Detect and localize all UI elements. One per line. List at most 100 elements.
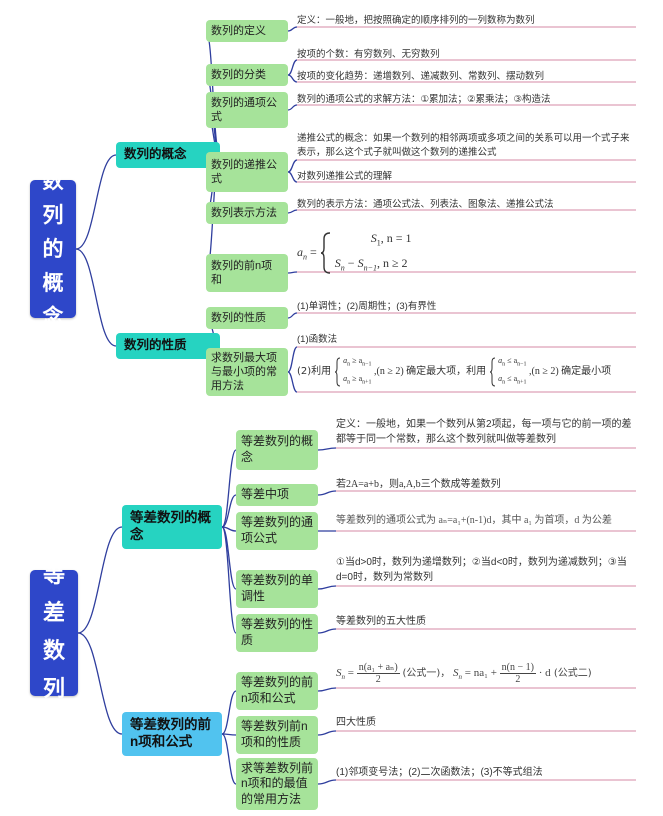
wire-node-to-leaf [287, 346, 298, 373]
formula-equals: = na₁ + [462, 667, 500, 680]
node-partial-sum: 数列的前n项和 [206, 254, 288, 292]
node-label: 等差中项 [241, 487, 290, 502]
formula-equals: = [310, 245, 317, 260]
formula-subscript: n [303, 252, 307, 262]
root-node-sequence-concept: 数列的概念 [30, 169, 76, 329]
wire-node-to-leaf [317, 779, 337, 785]
wire-arith-sum-to-node [221, 733, 237, 736]
formula-cases: an ≥ an−1 an ≥ an+1 [343, 354, 371, 389]
node-label: 等差数列的概念 [241, 434, 314, 464]
formula-condition: ,(n ≥ 2) 确定最大项， [374, 365, 467, 377]
wire-node-to-leaf [317, 447, 337, 451]
wire-arith-concept-to-node [221, 526, 237, 532]
formula-max-min-term: (2)利用 an ≥ an−1 an ≥ an+1 ,(n ≥ 2) 确定最大项… [297, 354, 637, 389]
formula-equals: = [345, 667, 357, 680]
node-label: 数列的递推公式 [211, 158, 277, 185]
leaf-recursive-concept: 递推公式的概念：如果一个数列的相邻两项或多项之间的关系可以用一个式子来表示，那么… [297, 133, 630, 158]
formula-denominator: 2 [515, 674, 521, 685]
leaf-function-method: (1)函数法 [297, 334, 338, 345]
formula-condition: ,(n ≥ 2) 确定最小项 [529, 365, 612, 377]
topic-sequence-properties: 数列的性质 [116, 333, 220, 359]
formula-cases: S1, n = 1 Sn − Sn−1, n ≥ 2 [335, 228, 412, 279]
node-properties: 数列的性质 [206, 307, 288, 329]
formula-subscript: n [458, 673, 463, 682]
formula-fraction: n(a₁ + aₙ) 2 [356, 662, 400, 685]
formula-symbol: a [343, 373, 348, 383]
wire-node-to-leaf [287, 104, 298, 111]
node-label: 求等差数列前n项和的最值的常用方法 [241, 760, 314, 806]
leaf-properties: (1)单调性；(2)周期性；(3)有界性 [297, 301, 437, 312]
wire-root-to-concept [75, 154, 117, 250]
node-arith-monotonicity: 等差数列的单调性 [236, 570, 318, 608]
leaf-arith-sum-properties: 四大性质 [336, 717, 376, 728]
formula-cases: an ≤ an−1 an ≤ an+1 [498, 354, 526, 389]
leaf-arith-general-term: 等差数列的通项公式为 aₙ=a₁+(n-1)d，其中 a₁ 为首项，d 为公差 [336, 515, 612, 526]
node-arith-sum-extremum: 求等差数列前n项和的最值的常用方法 [236, 758, 318, 810]
formula-partial-sum-piecewise: an = S1, n = 1 Sn − Sn−1, n ≥ 2 [297, 228, 412, 279]
node-label: 数列的通项公式 [211, 96, 277, 123]
node-arith-concept: 等差数列的概念 [236, 430, 318, 470]
formula-tag: (公式二) [550, 668, 592, 680]
node-label: 等差数列的通项公式 [241, 515, 314, 545]
topic-arithmetic-sum: 等差数列的前n项和公式 [122, 712, 222, 756]
wire-arith-concept-to-node [221, 449, 237, 528]
formula-arithmetic-sum: Sn = n(a₁ + aₙ) 2 (公式一)， Sn = na₁ + n(n … [336, 662, 592, 685]
root-node-arithmetic-sequence: 等差数列 [30, 563, 78, 702]
wire-node-to-leaf [287, 312, 298, 319]
leaf-recursive-understanding: 对数列递推公式的理解 [297, 171, 393, 182]
node-arith-general-term: 等差数列的通项公式 [236, 512, 318, 550]
wire-node-to-leaf [287, 26, 298, 32]
formula-subscript: n [502, 379, 506, 386]
formula-text: 利用 [466, 365, 487, 377]
formula-minus: − [344, 256, 358, 271]
wire-arith-sum-to-node [221, 733, 237, 785]
formula-symbol: S [453, 667, 459, 680]
leaf-general-term-methods: 数列的通项公式的求解方法：①累加法；②累乘法；③构造法 [297, 94, 551, 105]
formula-term: · d [538, 667, 551, 680]
node-recursive-formula: 数列的递推公式 [206, 152, 288, 192]
node-label: 等差数列前n项和的性质 [241, 719, 308, 749]
leaf-arith-monotonicity: ①当d>0时，数列为递增数列；②当d<0时，数列为递减数列；③当d=0时，数列为… [336, 557, 627, 583]
formula-tag: (公式一)， [402, 668, 451, 680]
node-label: 等差数列的性质 [241, 617, 314, 647]
formula-symbol: S [336, 667, 342, 680]
formula-subscript: n+1 [362, 379, 372, 386]
node-label: 数列的前n项和 [211, 259, 273, 286]
formula-subscript: n−1 [517, 361, 527, 368]
node-max-min-methods: 求数列最大项与最小项的常用方法 [206, 348, 288, 396]
wire-arith-concept-to-node [221, 494, 237, 528]
leaf-arith-middle: 若2A=a+b，则a,A,b三个数成等差数列 [336, 479, 501, 490]
topic-label: 等差数列的前n项和公式 [130, 717, 211, 749]
formula-numerator: n(n − 1) [499, 662, 536, 674]
formula-condition: , n = 1 [380, 231, 412, 245]
formula-symbol: a [498, 356, 503, 365]
node-label: 求数列最大项与最小项的常用方法 [211, 351, 277, 393]
formula-subscript: n [347, 361, 351, 368]
node-arith-sum-properties: 等差数列前n项和的性质 [236, 716, 318, 754]
node-definition: 数列的定义 [206, 20, 288, 42]
topic-label: 数列的概念 [124, 147, 187, 162]
wire-node-to-leaf [317, 585, 337, 590]
node-arith-sum-formula: 等差数列的前n项和公式 [236, 672, 318, 710]
node-label: 数列的性质 [211, 311, 266, 324]
wire-node-to-leaf [317, 687, 337, 692]
leaf-classification-trend: 按项的变化趋势：递增数列、递减数列、常数列、摆动数列 [297, 71, 545, 82]
formula-fraction: n(n − 1) 2 [499, 662, 536, 685]
formula-subscript: n [502, 361, 506, 368]
node-label: 等差数列的单调性 [241, 573, 314, 603]
leaf-arith-properties: 等差数列的五大性质 [336, 616, 426, 627]
root-label: 数列的概念 [42, 169, 64, 329]
node-arith-middle: 等差中项 [236, 484, 318, 506]
wire-arith-concept-to-node [221, 526, 237, 634]
leaf-definition: 定义：一般地，把按照确定的顺序排列的一列数称为数列 [297, 15, 535, 26]
formula-text: (2)利用 [297, 365, 332, 377]
wire-root-to-arith-sum [77, 632, 123, 735]
node-classification: 数列的分类 [206, 64, 288, 86]
leaf-arith-definition: 定义：一般地，如果一个数列从第2项起，每一项与它的前一项的差都等于同一个常数，那… [336, 419, 632, 445]
curly-brace-icon [334, 357, 340, 387]
formula-subscript: 1 [376, 238, 381, 248]
formula-symbol: S [334, 256, 341, 271]
formula-symbol: a [498, 373, 503, 383]
wire-arith-concept-to-node [221, 526, 237, 590]
